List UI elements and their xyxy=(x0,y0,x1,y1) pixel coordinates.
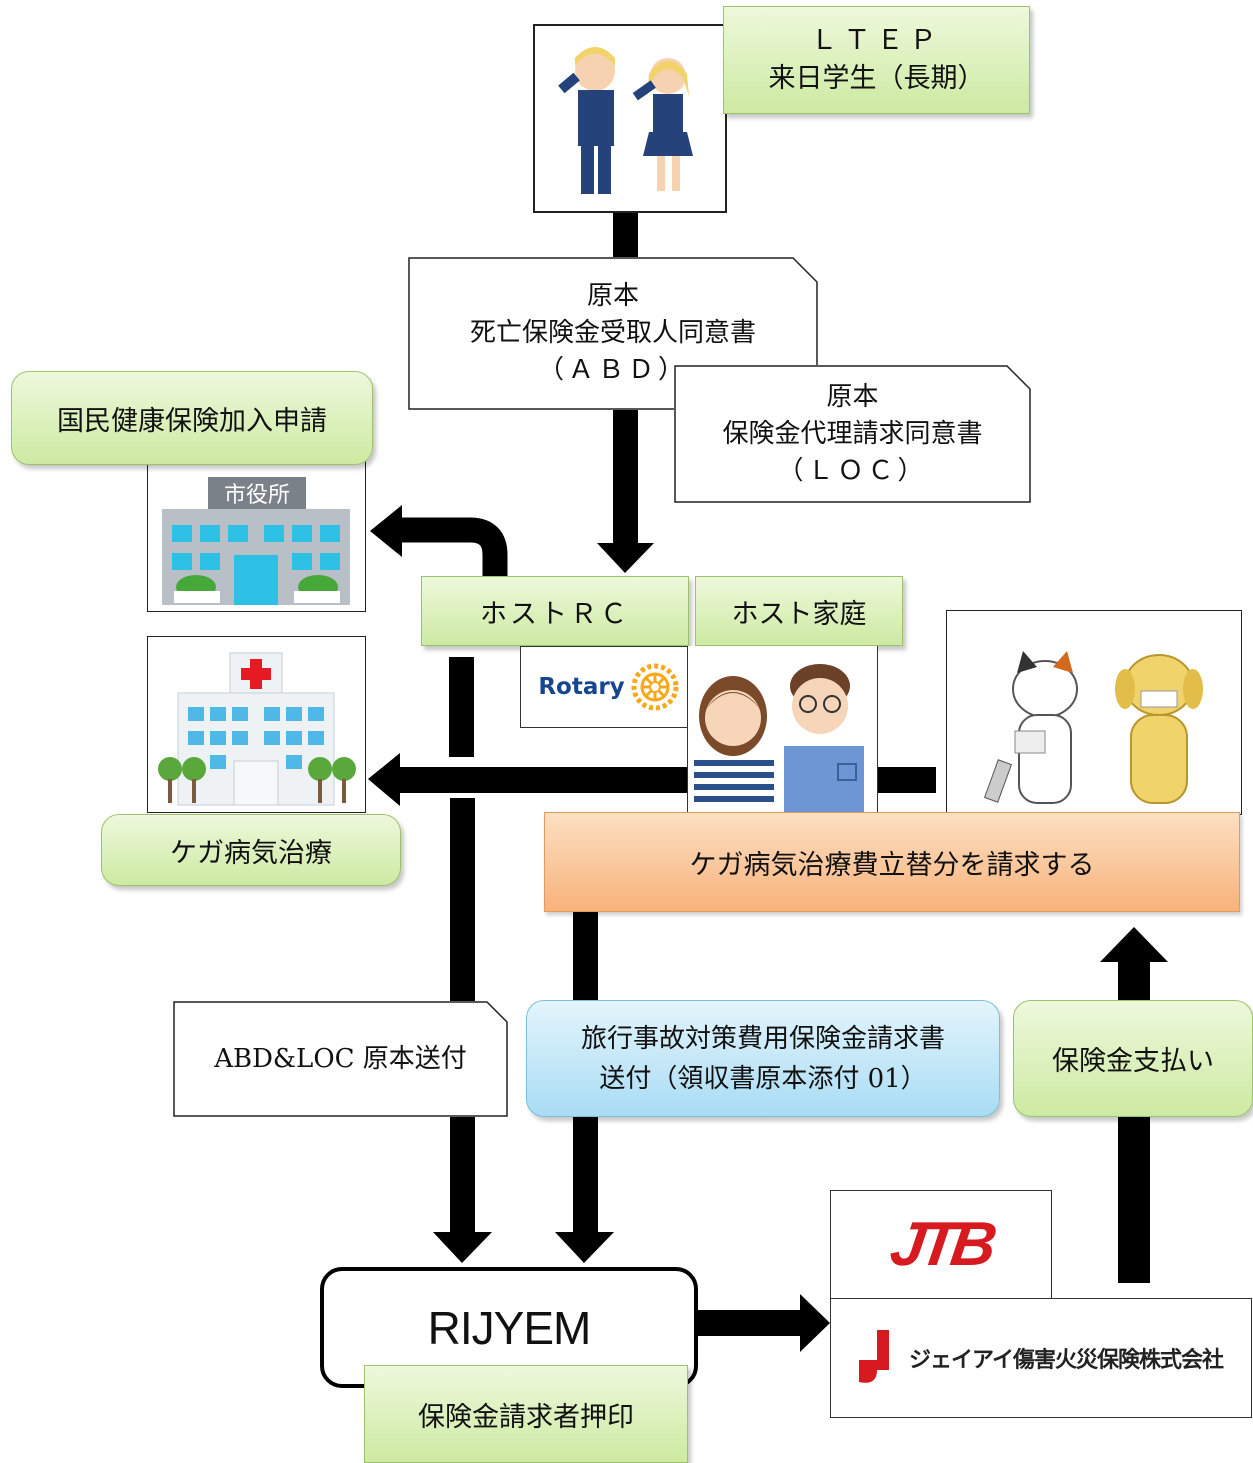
student-subtitle: 来日学生（長期） xyxy=(768,63,985,94)
loc-line3: （ＬＯＣ） xyxy=(777,455,928,486)
abd-line2: 死亡保険金受取人同意書 xyxy=(469,318,756,348)
rotary-logo-box: Rotary xyxy=(520,646,697,728)
family-picture xyxy=(694,664,864,812)
travel-claim-line1: 旅行事故対策費用保険金請求書 xyxy=(580,1023,945,1054)
host-family-illustration xyxy=(687,646,878,814)
bar-jtb-up-2 xyxy=(1118,960,1150,1000)
injured-pets-illustration xyxy=(946,610,1242,815)
loc-line1: 原本 xyxy=(826,381,879,412)
bar-jtb-up xyxy=(1118,1116,1150,1283)
student-label: ＬＴＥＰ 来日学生（長期） xyxy=(723,6,1030,114)
jtb-logo-box: JTB xyxy=(830,1190,1052,1299)
host-family-label: ホスト家庭 xyxy=(695,576,903,646)
bar-to-rijyem-left-2 xyxy=(450,1116,475,1241)
loc-document: 原本 保険金代理請求同意書 （ＬＯＣ） xyxy=(674,365,1031,503)
abd-line3: （ＡＢＤ） xyxy=(537,355,688,385)
rijyem-stamp-label: 保険金請求者押印 xyxy=(364,1365,688,1463)
bar-host-rc-down xyxy=(449,657,474,757)
arrowhead-to-host-rc xyxy=(597,543,654,573)
arrowhead-rijyem-left xyxy=(433,1232,492,1263)
claim-bar-text: ケガ病気治療費立替分を請求する xyxy=(689,849,1095,881)
host-rc-label-text: ホストＲＣ xyxy=(480,598,630,630)
ji-insurance-mark-icon xyxy=(859,1330,890,1383)
host-rc-label: ホストＲＣ xyxy=(421,576,689,646)
bar-family-to-pets xyxy=(878,767,936,793)
city-hall-sign: 市役所 xyxy=(224,483,290,508)
city-hall-illustration: 市役所 xyxy=(147,460,366,612)
curve-to-city-hall xyxy=(400,517,508,578)
arrowhead-to-claim xyxy=(1100,927,1168,962)
bar-rijyem-to-jtb xyxy=(698,1310,803,1336)
arrowhead-to-hospital xyxy=(368,753,400,806)
claim-bar: ケガ病気治療費立替分を請求する xyxy=(544,812,1240,912)
arrowhead-rijyem-right xyxy=(555,1232,614,1263)
send-originals-text: ABD&LOC 原本送付 xyxy=(214,1043,467,1074)
city-hall-label: 国民健康保険加入申請 xyxy=(11,371,373,465)
student-illustration xyxy=(533,24,727,213)
bar-to-rijyem-left xyxy=(450,798,475,1001)
loc-line2: 保険金代理請求同意書 xyxy=(722,418,983,449)
injured-cat-dog-picture xyxy=(983,651,1203,804)
city-hall-building: 市役所 xyxy=(162,477,350,605)
hospital-building xyxy=(158,652,356,806)
student-title: ＬＴＥＰ xyxy=(810,25,943,56)
folded-corner-frame xyxy=(674,365,1031,503)
travel-claim-box: 旅行事故対策費用保険金請求書 送付（領収書原本添付 01） xyxy=(526,1000,1000,1117)
bar-to-hospital xyxy=(398,767,688,793)
jtb-logo: JTB xyxy=(886,1210,996,1279)
rijyem-stamp-text: 保険金請求者押印 xyxy=(418,1401,634,1433)
rijyem-name: RIJYEM xyxy=(427,1302,592,1354)
arrowhead-to-city-hall xyxy=(370,505,402,557)
rotary-logo-text: Rotary xyxy=(538,674,625,700)
folded-corner-frame xyxy=(173,1001,508,1117)
hospital-label-text: ケガ病気治療 xyxy=(170,837,332,869)
bar-student-down xyxy=(613,212,638,260)
students-picture xyxy=(558,47,693,194)
bar-to-rijyem-right-2 xyxy=(573,1116,598,1241)
insurer-box: ジェイアイ傷害火災保険株式会社 xyxy=(830,1298,1252,1418)
hospital-illustration xyxy=(147,636,366,813)
city-hall-label-text: 国民健康保険加入申請 xyxy=(57,405,327,437)
payment-label: 保険金支払い xyxy=(1013,1000,1253,1117)
send-originals-document: ABD&LOC 原本送付 xyxy=(173,1001,508,1117)
bar-to-rijyem-right xyxy=(573,912,598,1002)
abd-line1: 原本 xyxy=(586,281,639,311)
arrowhead-to-jtb xyxy=(800,1294,830,1352)
bar-docs-down xyxy=(613,410,638,545)
travel-claim-line2: 送付（領収書原本添付 01） xyxy=(599,1063,927,1094)
hospital-label: ケガ病気治療 xyxy=(101,814,401,886)
host-family-label-text: ホスト家庭 xyxy=(731,598,867,630)
payment-label-text: 保険金支払い xyxy=(1052,1046,1214,1077)
insurer-name: ジェイアイ傷害火災保険株式会社 xyxy=(909,1348,1224,1373)
rotary-wheel-icon xyxy=(631,663,679,711)
